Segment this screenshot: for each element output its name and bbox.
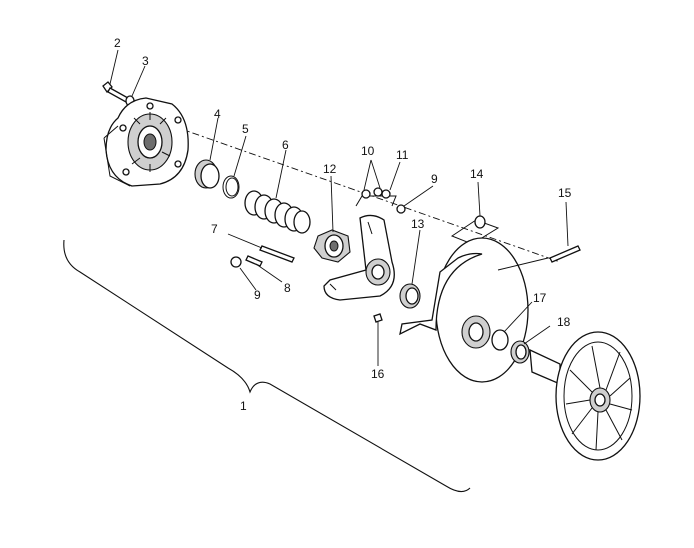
ring [399, 283, 421, 309]
stationary-sheave [529, 331, 641, 461]
shaft-pin [549, 245, 581, 263]
bolt [102, 81, 129, 103]
cover-plate [103, 97, 189, 187]
callout-8: 8 [284, 281, 291, 295]
callout-4: 4 [214, 107, 221, 121]
bushing [194, 159, 220, 189]
tag [450, 215, 500, 245]
assembly-bracket [63, 239, 471, 493]
washer-17 [491, 329, 509, 351]
leader-lines [109, 49, 569, 366]
callout-12: 12 [323, 162, 337, 176]
callout-5: 5 [242, 122, 249, 136]
callout-16: 16 [371, 367, 385, 381]
callout-1: 1 [240, 399, 247, 413]
bearing [510, 340, 530, 364]
callout-13: 13 [411, 217, 425, 231]
spider-nut [313, 229, 351, 263]
callout-10: 10 [361, 144, 375, 158]
movable-sheave [399, 237, 529, 383]
pin [259, 245, 295, 263]
roller [245, 255, 263, 267]
callout-11: 11 [396, 148, 409, 162]
assembly-centerline [149, 117, 561, 263]
callout-6: 6 [282, 138, 289, 152]
callout-3: 3 [142, 54, 149, 68]
set-screw [373, 313, 383, 323]
callout-9-lower: 9 [254, 288, 261, 302]
callout-15: 15 [558, 186, 572, 200]
plug-upper [396, 204, 406, 214]
spider-arm [323, 214, 395, 301]
callout-2: 2 [114, 36, 121, 50]
callout-17: 17 [533, 291, 547, 305]
callout-14: 14 [470, 167, 484, 181]
spring [244, 190, 311, 234]
callout-9-upper: 9 [431, 172, 438, 186]
plug-lower [230, 256, 242, 268]
small-bushings [355, 187, 397, 207]
callout-7: 7 [211, 222, 218, 236]
callout-18: 18 [557, 315, 571, 329]
snap-ring [222, 175, 240, 199]
